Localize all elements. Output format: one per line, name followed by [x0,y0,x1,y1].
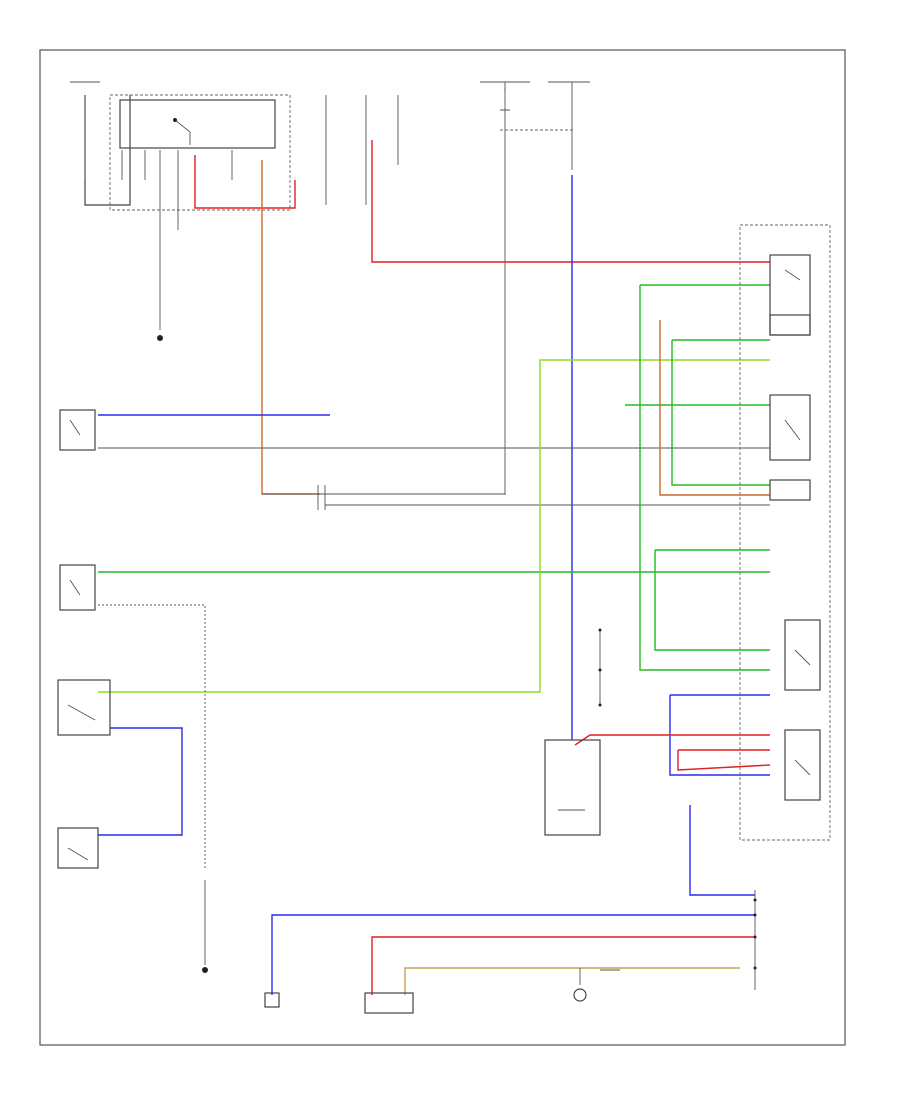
wire-gray-dotted [98,604,206,870]
connector-bottom-right [753,890,757,990]
module-bottom-center [364,992,414,1014]
wire-tan [404,967,740,995]
wire-orange-relay [659,320,770,496]
wire-red-relay [194,155,296,209]
wire-blue-mid-left [98,727,183,836]
relay-column-right [739,224,831,841]
wire-lightgreen [98,359,770,693]
switch-left-3 [57,679,111,736]
wire-red-relay3 [574,734,771,771]
fuse-block-left [70,81,399,250]
wire-blue-relay4 [689,805,755,896]
engine-room-relay-block [109,94,291,211]
sensor-bottom-center [573,988,587,1002]
ground-symbol-left-bottom [202,880,208,973]
wire-black-relay2 [262,493,770,506]
switch-left-1 [59,409,96,451]
fuse-block-center [480,81,590,495]
diagram-frame [39,49,846,1046]
wire-green-right [625,284,770,671]
ground-symbol-left-top [157,250,163,341]
diode-bottom-left [264,992,280,1008]
wire-orange [261,160,320,495]
control-module-center [544,628,602,836]
switch-left-4 [57,827,99,869]
switch-left-2 [59,564,96,611]
wire-blue-bottom [271,914,755,995]
connector-mid [317,485,326,510]
wire-blue-relay3 [669,694,770,776]
wire-red-bottom [371,936,755,995]
wire-red-top [371,140,770,263]
